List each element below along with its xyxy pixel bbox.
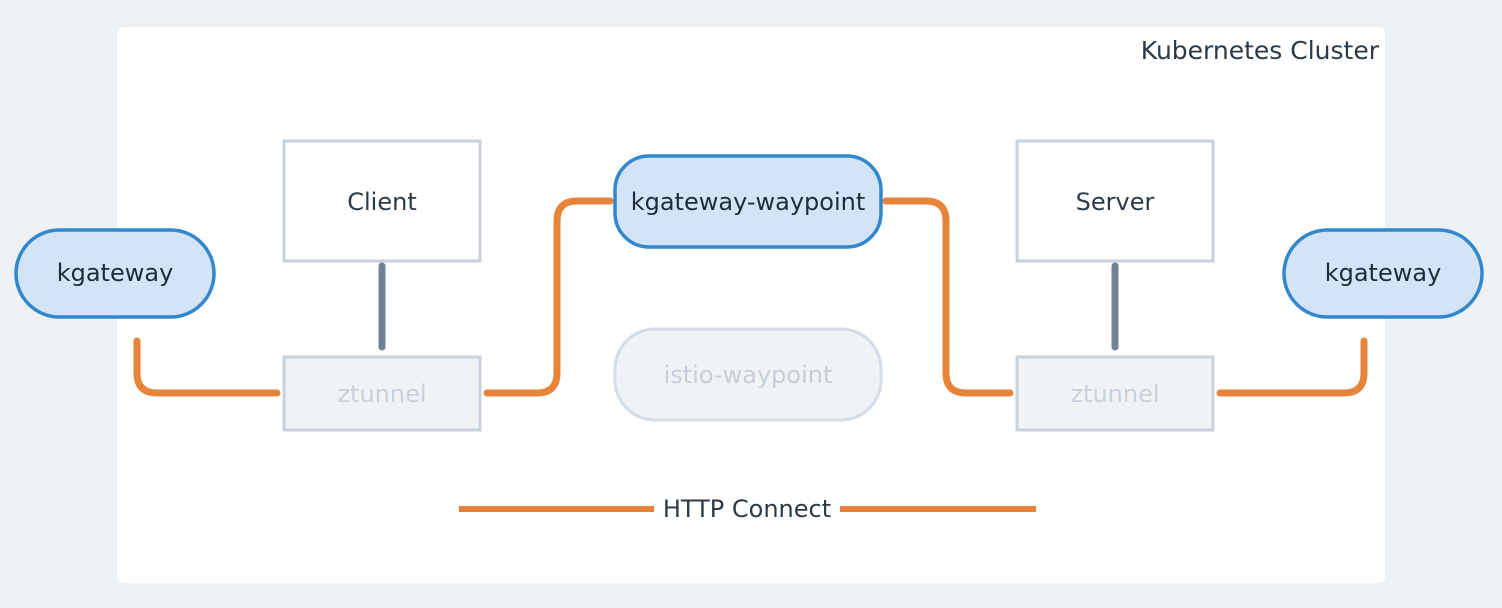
node-kgateway-right[interactable]: kgateway <box>1282 228 1484 319</box>
node-ztunnel-right-label: ztunnel <box>1070 380 1159 408</box>
node-istio-waypoint-shape <box>613 327 883 422</box>
edge-kgateway-left-to-ztunnel-left <box>133 337 281 397</box>
node-kgateway-right-label: kgateway <box>1325 259 1442 287</box>
node-ztunnel-right-shape <box>1015 355 1215 432</box>
node-kgateway-right-shape <box>1282 228 1484 319</box>
edge-ztunnel-right-to-kgateway-right <box>1216 337 1368 397</box>
node-kgateway-waypoint[interactable]: kgateway-waypoint <box>613 154 883 249</box>
node-kgateway-left[interactable]: kgateway <box>14 228 216 319</box>
node-kgateway-left-label: kgateway <box>57 259 174 287</box>
node-kgateway-waypoint-label: kgateway-waypoint <box>631 188 866 216</box>
node-server-shape <box>1015 139 1215 263</box>
node-server[interactable]: Server <box>1015 139 1215 263</box>
node-istio-waypoint-label: istio-waypoint <box>664 361 833 389</box>
node-ztunnel-left[interactable]: ztunnel <box>282 355 482 432</box>
legend-label: HTTP Connect <box>663 495 831 523</box>
node-ztunnel-left-shape <box>282 355 482 432</box>
node-client-label: Client <box>347 188 416 216</box>
node-client-shape <box>282 139 482 263</box>
node-ztunnel-left-label: ztunnel <box>337 380 426 408</box>
cluster-title: Kubernetes Cluster <box>1141 36 1380 65</box>
node-kgateway-left-shape <box>14 228 216 319</box>
edge-kgateway-waypoint-to-ztunnel-right <box>882 197 1014 397</box>
node-istio-waypoint[interactable]: istio-waypoint <box>613 327 883 422</box>
edge-ztunnel-left-to-kgateway-waypoint <box>483 197 614 397</box>
legend-http-connect: HTTP Connect <box>459 495 1036 523</box>
node-server-label: Server <box>1076 188 1155 216</box>
node-kgateway-waypoint-shape <box>613 154 883 249</box>
node-ztunnel-right[interactable]: ztunnel <box>1015 355 1215 432</box>
node-client[interactable]: Client <box>282 139 482 263</box>
